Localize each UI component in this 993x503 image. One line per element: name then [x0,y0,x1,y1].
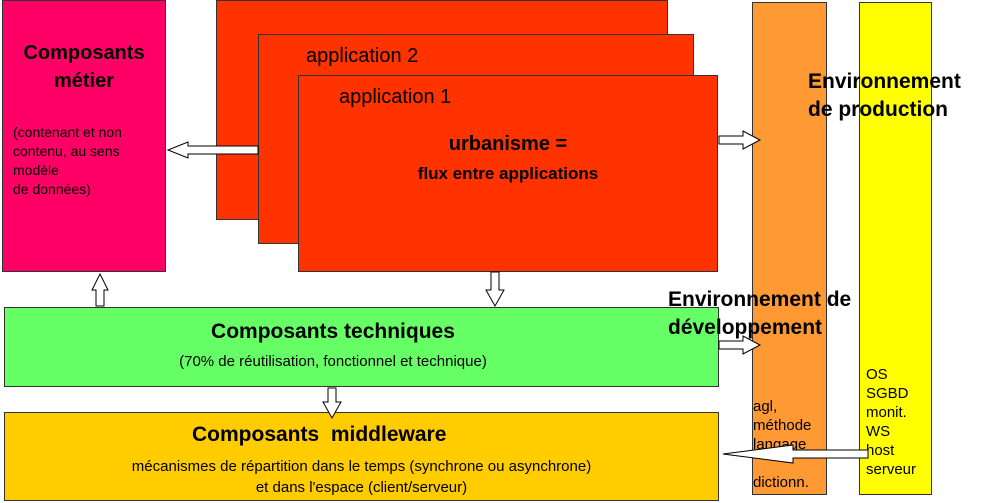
dev-title-line-1: Environnement de [668,288,852,311]
arrow-prod-to-middleware [722,444,869,464]
arrow-apps-to-metier [166,141,259,159]
composants-techniques-subtitle: (70% de réutilisation, fonctionnel et te… [179,353,487,370]
arrow-techniques-to-dev-env [718,335,762,355]
dev-title-line-2: développement [668,316,823,339]
prod-item: monit. [866,404,907,421]
prod-title-line-1: Environnement [808,70,961,93]
prod-item: OS [866,366,888,383]
dev-item: méthode [753,417,812,434]
urbanisme-subtitle: flux entre applications [417,164,599,183]
prod-item: WS [866,423,891,440]
composants-techniques-box: Composants techniques (70% de réutilisat… [4,307,719,387]
composants-techniques-title: Composants techniques [211,320,455,343]
arrow-apps-to-techniques [485,271,505,308]
application-1-box: application 1 urbanisme = flux entre app… [298,75,718,272]
prod-item: SGBD [866,385,909,402]
composants-metier-box: Composants métier (contenant et non cont… [2,0,166,272]
arrow-techniques-to-middleware [322,387,342,420]
composants-middleware-title: Composants middleware [192,423,447,446]
application-1-label: application 1 [339,86,452,108]
metier-desc-line: modèle [13,162,59,178]
middleware-line-2: et dans l'espace (client/serveur) [255,479,468,496]
metier-desc-line: contenu, au sens [13,143,120,159]
dev-item: dictionn. [753,474,809,491]
prod-environment-column [859,2,932,495]
dev-environment-title: Environnement de développement [668,286,851,342]
arrow-techniques-to-metier [91,272,109,307]
dev-item: agl, [753,398,778,415]
composants-metier-title: Composants métier [3,39,165,95]
application-2-label: application 2 [306,45,419,67]
arrow-apps-to-dev-env [718,130,762,150]
dev-environment-column [752,2,827,495]
metier-desc-line: (contenant et non [13,124,122,140]
composants-metier-title-text: Composants métier [23,42,145,92]
prod-environment-items: OS SGBD monit. WS host serveur [866,365,916,479]
prod-item: serveur [866,461,917,478]
urbanisme-title: urbanisme = [448,133,568,155]
metier-desc-line: de données) [13,181,91,197]
prod-environment-title: Environnement de production [808,68,961,124]
composants-metier-desc: (contenant et non contenu, au sens modèl… [13,123,122,199]
prod-item: host [866,442,895,459]
composants-middleware-box: Composants middleware mécanismes de répa… [4,412,719,501]
middleware-line-1: mécanismes de répartition dans le temps … [131,458,592,475]
prod-title-line-2: de production [808,98,948,121]
